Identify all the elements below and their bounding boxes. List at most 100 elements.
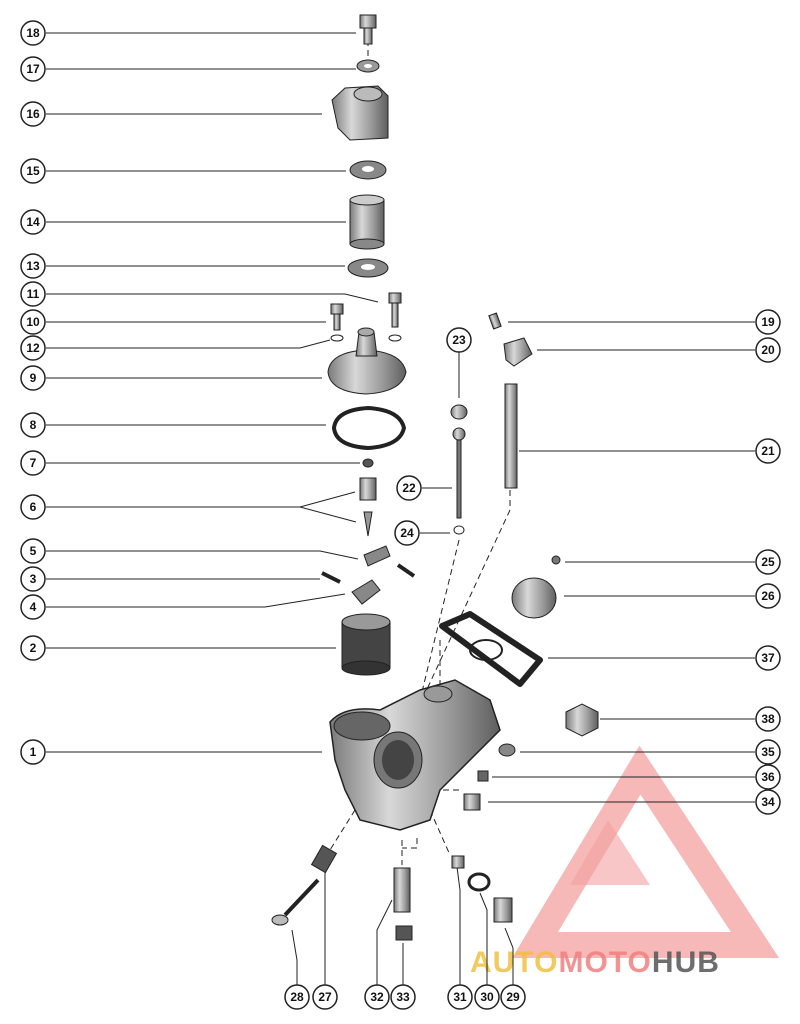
callout-7: 7	[20, 450, 46, 476]
callout-number: 12	[26, 341, 40, 355]
part-6-needle-and-seat	[359, 477, 377, 537]
part-30-washer	[467, 872, 491, 892]
part-18-screw	[359, 14, 377, 45]
callout-circle	[755, 739, 781, 765]
callout-circle	[20, 566, 46, 592]
callout-number: 32	[370, 990, 384, 1004]
callout-23: 23	[446, 327, 472, 353]
callout-circle	[755, 706, 781, 732]
callout-circle	[20, 158, 46, 184]
part-29-drain-plug	[493, 897, 513, 923]
callout-circle	[20, 309, 46, 335]
callout-circle	[20, 335, 46, 361]
callout-circle	[390, 984, 416, 1010]
callout-6: 6	[20, 494, 46, 520]
part-20-lever	[503, 337, 533, 367]
part-12-lockwashers	[330, 334, 402, 342]
callout-9: 9	[20, 365, 46, 391]
callout-number: 2	[30, 641, 37, 655]
callout-number: 5	[30, 544, 37, 558]
callout-number: 13	[26, 259, 40, 273]
callout-18: 18	[20, 20, 46, 46]
part-32-nozzle	[393, 867, 411, 913]
callout-13: 13	[20, 253, 46, 279]
callout-number: 38	[761, 712, 775, 726]
callout-16: 16	[20, 101, 46, 127]
callout-number: 29	[506, 990, 520, 1004]
callout-circle	[755, 789, 781, 815]
part-7-seat-gasket	[362, 458, 374, 468]
callout-38: 38	[755, 706, 781, 732]
watermark-moto: MOTO	[558, 946, 651, 979]
callout-number: 11	[27, 287, 40, 301]
callout-11: 11	[20, 281, 46, 307]
part-27-spring	[310, 844, 338, 874]
callout-29: 29	[500, 984, 526, 1010]
part-11-screw	[388, 292, 402, 328]
callout-number: 6	[30, 500, 37, 514]
callout-number: 21	[761, 444, 775, 458]
callout-1: 1	[20, 739, 46, 765]
callout-circle	[755, 438, 781, 464]
callout-circle	[447, 984, 473, 1010]
callout-circle	[20, 538, 46, 564]
callout-circle	[500, 984, 526, 1010]
part-19-screw	[488, 312, 502, 330]
callout-17: 17	[20, 56, 46, 82]
callout-number: 37	[761, 651, 775, 665]
callout-circle	[755, 764, 781, 790]
part-38-nut	[565, 703, 599, 737]
part-21-shaft	[504, 383, 518, 489]
callout-36: 36	[755, 764, 781, 790]
callout-21: 21	[755, 438, 781, 464]
callout-number: 15	[26, 164, 40, 178]
part-5-float-lever	[363, 545, 391, 567]
callout-circle	[20, 56, 46, 82]
part-4-float-clip	[351, 579, 381, 605]
callout-circle	[755, 309, 781, 335]
part-2-float	[341, 613, 391, 676]
callout-circle	[312, 984, 338, 1010]
part-8-gasket	[331, 405, 407, 451]
callout-2: 2	[20, 635, 46, 661]
callout-37: 37	[755, 645, 781, 671]
callout-number: 20	[761, 343, 775, 357]
callout-circle	[755, 583, 781, 609]
callout-5: 5	[20, 538, 46, 564]
callout-4: 4	[20, 594, 46, 620]
callout-number: 10	[26, 315, 40, 329]
callout-circle	[396, 475, 422, 501]
callout-number: 24	[400, 526, 414, 540]
part-23-plug	[450, 404, 468, 420]
callout-circle	[20, 739, 46, 765]
callout-15: 15	[20, 158, 46, 184]
callout-number: 28	[290, 990, 304, 1004]
callout-26: 26	[755, 583, 781, 609]
part-34-jet	[463, 793, 481, 811]
callout-19: 19	[755, 309, 781, 335]
part-24-washer	[453, 525, 465, 535]
callout-12: 12	[20, 335, 46, 361]
callout-22: 22	[396, 475, 422, 501]
part-36-screw	[477, 770, 489, 782]
part-28-mixture-screw	[271, 878, 320, 926]
callout-number: 34	[761, 795, 775, 809]
callout-circle	[20, 635, 46, 661]
callout-circle	[20, 412, 46, 438]
callout-33: 33	[390, 984, 416, 1010]
callout-number: 18	[26, 26, 40, 40]
callout-circle	[755, 645, 781, 671]
callout-27: 27	[312, 984, 338, 1010]
callout-circle	[20, 365, 46, 391]
callout-10: 10	[20, 309, 46, 335]
callout-circle	[20, 494, 46, 520]
callout-number: 35	[761, 745, 775, 759]
callouts: 1817161514131110129876534211920212526373…	[20, 20, 781, 1010]
callout-31: 31	[447, 984, 473, 1010]
part-15-gasket	[349, 160, 387, 180]
callout-circle	[20, 253, 46, 279]
callout-35: 35	[755, 739, 781, 765]
callout-30: 30	[474, 984, 500, 1010]
callout-34: 34	[755, 789, 781, 815]
